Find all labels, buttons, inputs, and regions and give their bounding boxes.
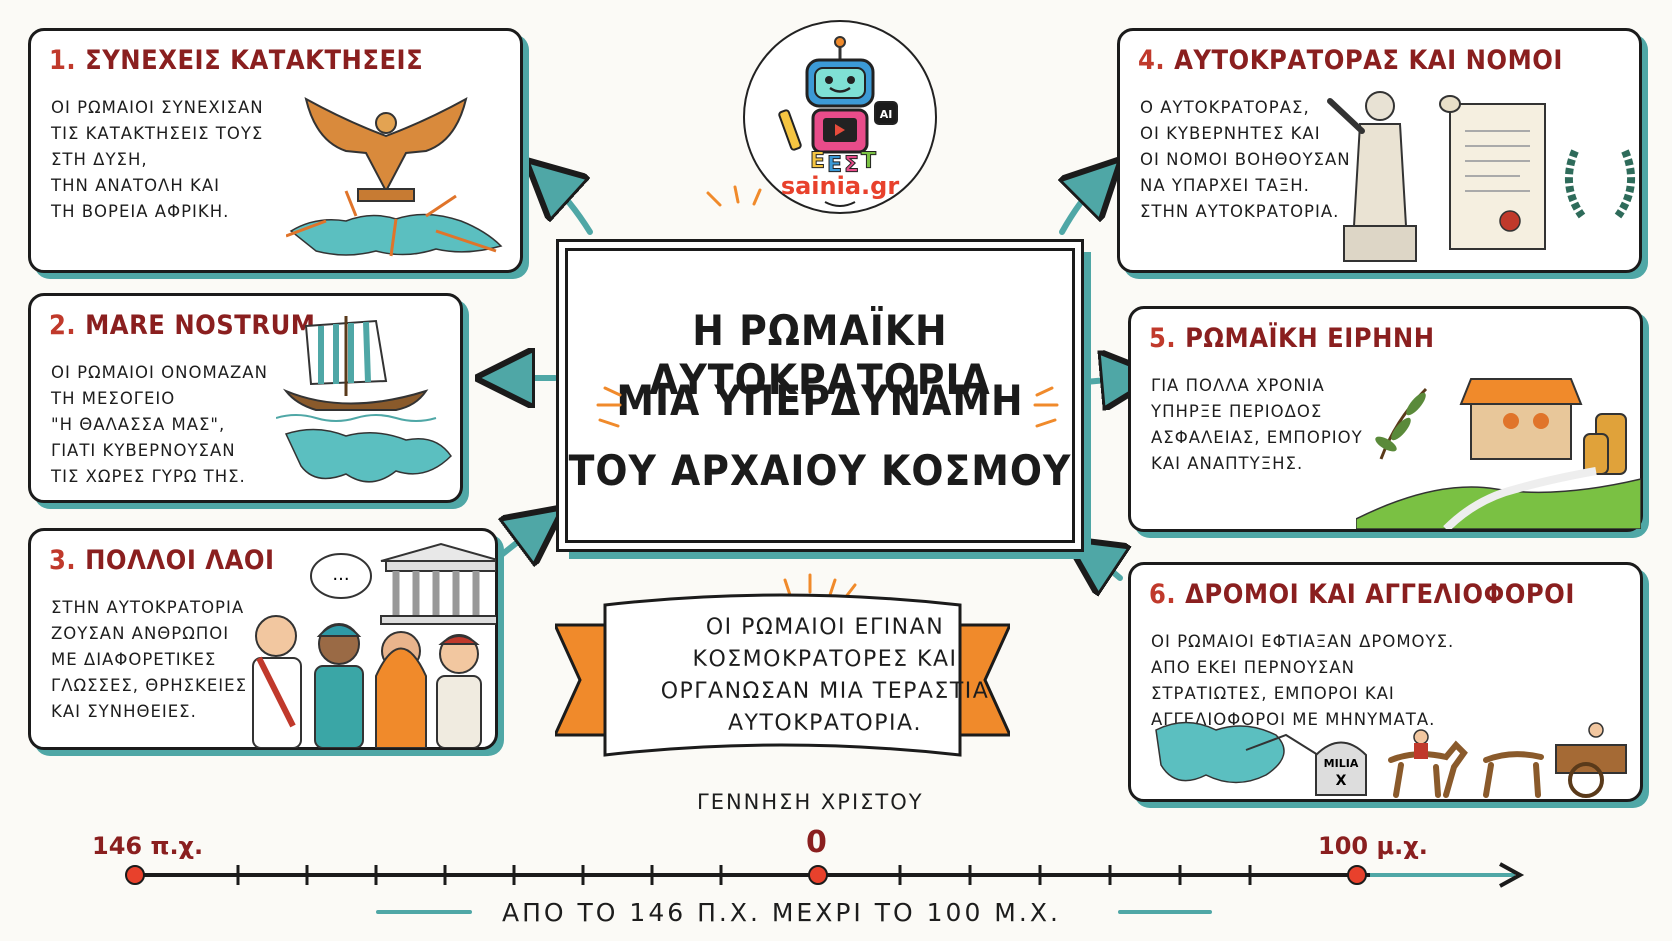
svg-text:...: ...: [332, 564, 349, 585]
ship-icon: [276, 316, 437, 422]
statue-icon: [1327, 91, 1417, 262]
map-icon: [1155, 721, 1285, 784]
logo-text: sainia.gr: [781, 172, 900, 200]
box-text: ΟΙ ΡΩΜΑΙΟΙ ΟΝΟΜΑΖΑΝ ΤΗ ΜΕΣΟΓΕΙΟ "Η ΘΑΛΑΣ…: [51, 363, 268, 486]
timeline-start-label: 146 π.χ.: [92, 832, 204, 860]
road-landscape-icon: [1356, 467, 1641, 529]
box-title: 4. ΑΥΤΟΚΡΑΤΟΡΑΣ ΚΑΙ ΝΟΜΟΙ: [1138, 45, 1563, 76]
map-icon: [286, 190, 503, 257]
arrow-to-box-5: [1082, 378, 1130, 382]
coins-icon: [1583, 413, 1627, 475]
timeline-span-label: ΑΠΟ ΤΟ 146 Π.Χ. ΜΕΧΡΙ ΤΟ 100 Μ.Χ.: [502, 898, 1061, 927]
box-roman-peace: 5. ΡΩΜΑΪΚΗ ΕΙΡΗΝΗ ΓΙΑ ΠΟΛΛΑ ΧΡΟΝΙΑ ΥΠΗΡΞ…: [1128, 306, 1643, 532]
arrow-to-box-3: [492, 525, 540, 560]
logo[interactable]: AI Ε Ε Σ Τ sainia.gr: [743, 20, 937, 214]
horse-cart-icon: [1483, 722, 1627, 798]
market-stall-icon: [1459, 378, 1583, 460]
main-title-line-2: ΜΙΑ ΥΠΕΡΔΥΝΑΜΗ: [616, 376, 1024, 425]
arrow-to-box-6: [1090, 555, 1120, 578]
emperor-illustration: [1327, 91, 1636, 262]
arrow-to-box-4: [1062, 180, 1100, 235]
timeline-end-label: 100 μ.χ.: [1318, 832, 1428, 860]
box-text: ΓΙΑ ΠΟΛΛΑ ΧΡΟΝΙΑ ΥΠΗΡΞΕ ΠΕΡΙΟΔΟΣ ΑΣΦΑΛΕΙ…: [1151, 376, 1363, 473]
ai-badge: AI: [880, 108, 893, 121]
horse-rider-icon: [1388, 729, 1468, 798]
milestone-icon: MILIA X: [1315, 741, 1367, 796]
box-text: Ο ΑΥΤΟΚΡΑΤΟΡΑΣ, ΟΙ ΚΥΒΕΡΝΗΤΕΣ ΚΑΙ ΟΙ ΝΟΜ…: [1140, 98, 1351, 221]
temple-icon: [380, 542, 496, 625]
svg-text:MILIA: MILIA: [1324, 757, 1359, 770]
arrow-to-box-1: [548, 180, 593, 235]
people-icon: [252, 615, 482, 748]
ribbon-banner: [555, 593, 1010, 757]
box-conquests: 1. ΣΥΝΕΧΕΙΣ ΚΑΤΑΚΤΗΣΕΙΣ ΟΙ ΡΩΜΑΙΟΙ ΣΥΝΕΧ…: [28, 28, 523, 273]
speech-bubble-icon: ...: [310, 553, 372, 599]
box-title: 2. MARE NOSTRUM: [49, 310, 316, 341]
ship-map-illustration: [276, 316, 452, 483]
main-title-line-1: Η ΡΩΜΑΪΚΗ ΑΥΤΟΚΡΑΤΟΡΙΑ: [649, 306, 991, 404]
olive-branch-icon: [1375, 387, 1428, 460]
box-text: ΣΤΗΝ ΑΥΤΟΚΡΑΤΟΡΙΑ ΖΟΥΣΑΝ ΑΝΘΡΩΠΟΙ ΜΕ ΔΙΑ…: [51, 598, 248, 721]
box-roads-messengers: 6. ΔΡΟΜΟΙ ΚΑΙ ΑΓΓΕΛΙΟΦΟΡΟΙ ΟΙ ΡΩΜΑΙΟΙ ΕΦ…: [1128, 562, 1643, 802]
box-mare-nostrum: 2. MARE NOSTRUM ΟΙ ΡΩΜΑΙΟΙ ΟΝΟΜΑΖΑΝ ΤΗ Μ…: [28, 293, 463, 503]
box-emperor-laws: 4. ΑΥΤΟΚΡΑΤΟΡΑΣ ΚΑΙ ΝΟΜΟΙ Ο ΑΥΤΟΚΡΑΤΟΡΑΣ…: [1117, 28, 1642, 273]
peoples-illustration: ...: [252, 542, 496, 748]
logo-letter-1: Ε: [810, 149, 825, 174]
ribbon-text: ΟΙ ΡΩΜΑΙΟΙ ΕΓΙΝΑΝ ΚΟΣΜΟΚΡΑΤΟΡΕΣ ΚΑΙ ΟΡΓΑ…: [660, 615, 990, 736]
svg-text:X: X: [1336, 773, 1347, 789]
logo-letter-4: Τ: [861, 149, 876, 174]
main-title-board: Η ΡΩΜΑΪΚΗ ΑΥΤΟΚΡΑΤΟΡΙΑ ΜΙΑ ΥΠΕΡΔΥΝΑΜΗ ΤΟ…: [565, 248, 1075, 543]
box-title: 5. ΡΩΜΑΪΚΗ ΕΙΡΗΝΗ: [1149, 323, 1435, 354]
birth-of-christ-label: ΓΕΝΝΗΣΗ ΧΡΙΣΤΟΥ: [697, 790, 924, 814]
robot-icon: AI Ε Ε Σ Τ sainia.gr: [778, 36, 900, 207]
roads-illustration: MILIA X: [1155, 721, 1627, 798]
box-title: 6. ΔΡΟΜΟΙ ΚΑΙ ΑΓΓΕΛΙΟΦΟΡΟΙ: [1149, 579, 1575, 610]
scroll-icon: [1439, 95, 1546, 250]
logo-letter-3: Σ: [844, 153, 859, 178]
eagle-map-illustration: [286, 97, 503, 257]
eagle-icon: [304, 97, 468, 202]
main-title-line-3: ΤΟΥ ΑΡΧΑΙΟΥ ΚΟΣΜΟΥ: [568, 446, 1072, 495]
map-icon: [284, 428, 452, 483]
box-text: ΟΙ ΡΩΜΑΙΟΙ ΣΥΝΕΧΙΣΑΝ ΤΙΣ ΚΑΤΑΚΤΗΣΕΙΣ ΤΟΥ…: [51, 98, 264, 221]
box-many-peoples: 3. ΠΟΛΛΟΙ ΛΑΟΙ ΣΤΗΝ ΑΥΤΟΚΡΑΤΟΡΙΑ ΖΟΥΣΑΝ …: [28, 528, 498, 750]
box-text: ΟΙ ΡΩΜΑΙΟΙ ΕΦΤΙΑΞΑΝ ΔΡΟΜΟΥΣ. ΑΠΟ ΕΚΕΙ ΠΕ…: [1151, 632, 1455, 729]
peace-illustration: [1356, 378, 1641, 529]
timeline-zero-label: 0: [806, 825, 827, 860]
box-title: 3. ΠΟΛΛΟΙ ΛΑΟΙ: [49, 545, 275, 576]
box-title: 1. ΣΥΝΕΧΕΙΣ ΚΑΤΑΚΤΗΣΕΙΣ: [49, 45, 424, 76]
laurel-wreath-icon: [1564, 149, 1636, 219]
logo-letter-2: Ε: [827, 153, 842, 178]
